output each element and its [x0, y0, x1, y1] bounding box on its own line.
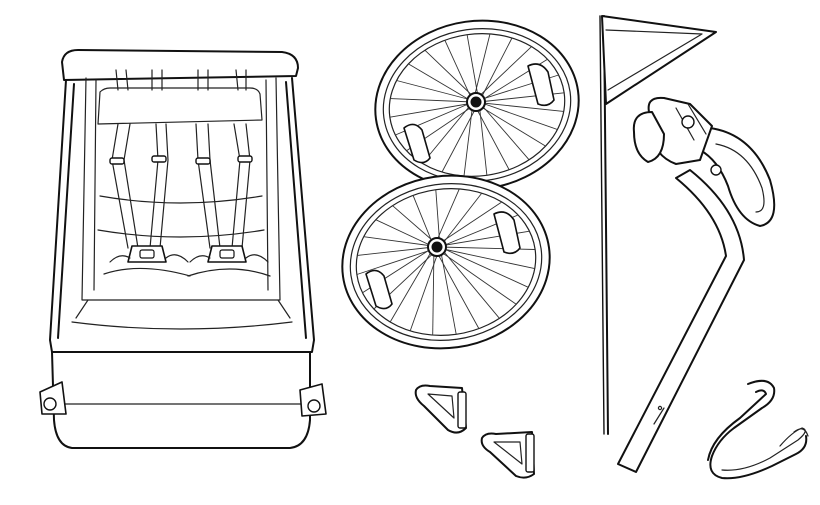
safety-flag-icon	[599, 15, 717, 435]
wheel-spoke	[412, 195, 435, 248]
wheel-spoke	[433, 246, 535, 270]
wheel-guard-left-icon	[414, 384, 467, 434]
wheel-spoke	[441, 101, 480, 173]
wheel-spoke	[472, 101, 564, 112]
wheel-spoke	[472, 101, 510, 170]
wheel-upper-icon	[374, 19, 580, 191]
wheel-spoke	[433, 246, 480, 329]
wheel-spoke	[478, 101, 558, 130]
wheel-spoke	[478, 101, 530, 161]
wheel-spoke	[409, 246, 441, 332]
wheel-spoke	[463, 101, 474, 177]
wheel-spoke	[466, 34, 480, 103]
tow-arm-icon	[617, 96, 776, 473]
wheel-spoke	[433, 201, 503, 248]
trailer-body-icon	[39, 49, 327, 449]
wheel-spoke	[424, 49, 480, 103]
wheel-spoke	[439, 246, 500, 319]
wheel-spoke	[478, 101, 488, 176]
wheel-spoke	[432, 246, 435, 336]
safety-strap-icon	[707, 379, 809, 480]
wheel-spoke	[390, 98, 474, 103]
wheel-spoke	[472, 46, 532, 103]
wheel-spoke	[439, 246, 529, 288]
wheel-spoke	[439, 246, 457, 335]
wheel-guard-right-icon	[480, 431, 535, 479]
wheel-spoke	[375, 219, 435, 248]
wheel-spoke	[472, 33, 491, 103]
wheel-spoke	[356, 246, 441, 275]
wheel-spoke	[357, 246, 435, 256]
wheel-spoke	[396, 80, 480, 103]
wheel-lower-icon	[341, 174, 551, 350]
wheel-spoke	[389, 101, 480, 118]
wheel-spoke	[444, 40, 474, 103]
wheel-spoke	[408, 63, 474, 103]
